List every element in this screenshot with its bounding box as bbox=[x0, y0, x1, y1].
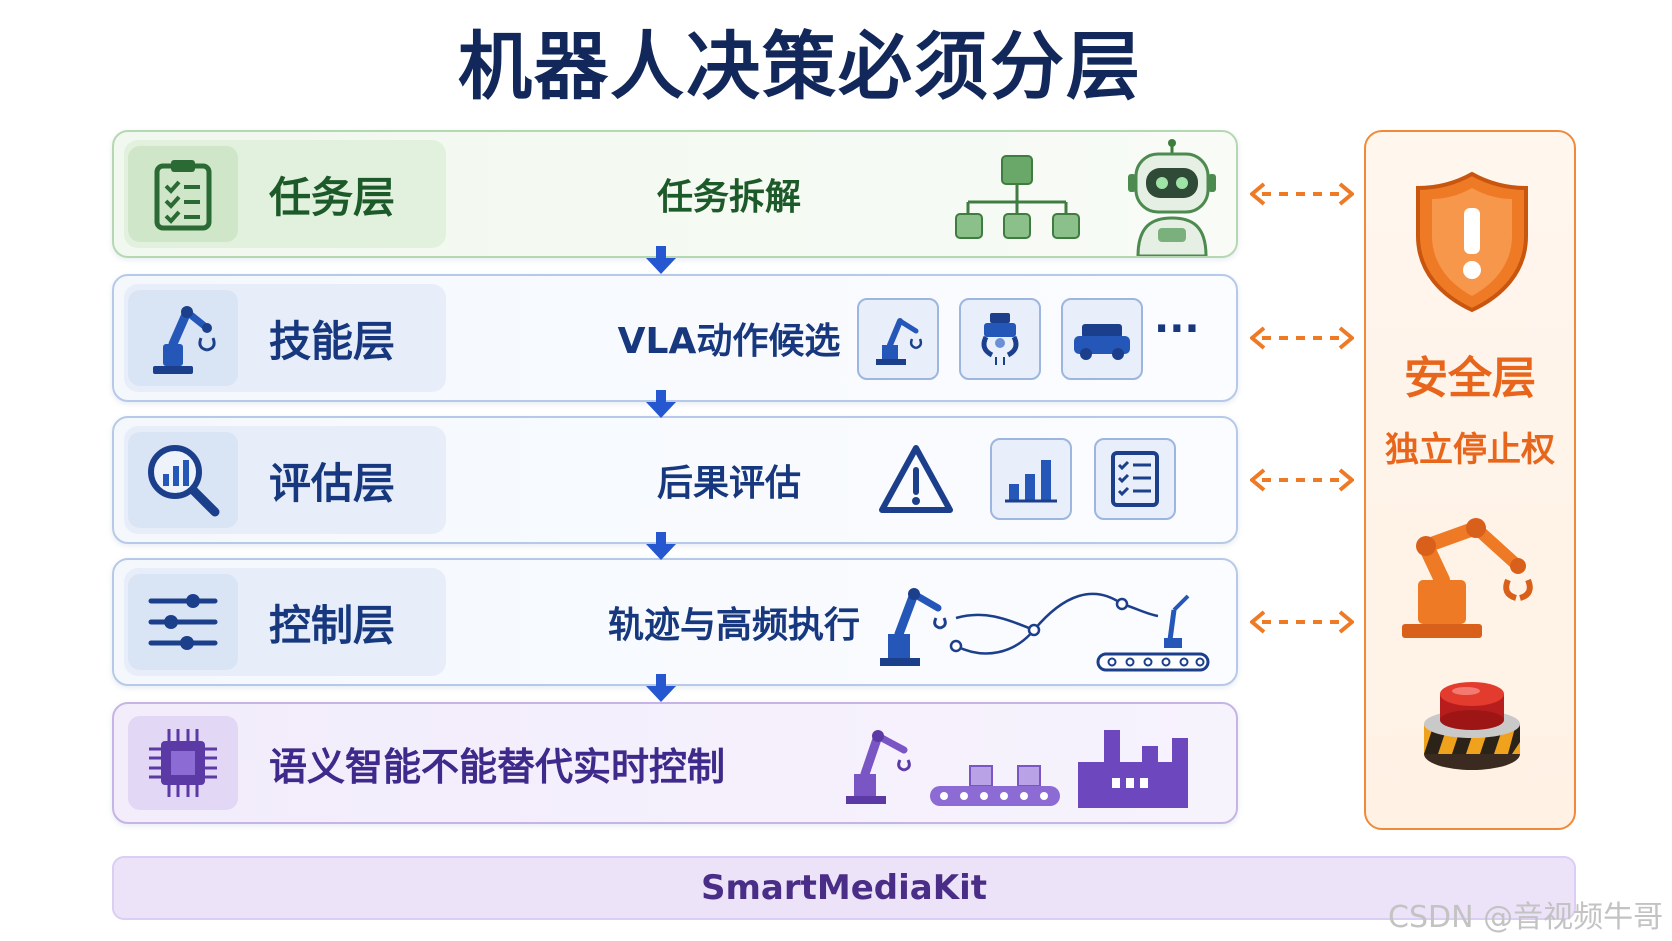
watermark: CSDN @音视频牛哥 bbox=[1388, 900, 1664, 935]
semantic-layer-text: 语义智能不能替代实时控制 bbox=[269, 744, 726, 789]
control-layer-header: 控制层 bbox=[124, 568, 446, 676]
magnifier-chart-icon bbox=[128, 432, 238, 528]
safety-layer-subtitle: 独立停止权 bbox=[1385, 430, 1555, 470]
safety-link-arrow-4 bbox=[1250, 610, 1354, 634]
warning-triangle-icon bbox=[879, 445, 953, 513]
evaluation-layer-header: 评估层 bbox=[124, 426, 446, 534]
evaluation-layer: 评估层 后果评估 bbox=[112, 416, 1238, 544]
safety-link-arrow-2 bbox=[1250, 326, 1354, 350]
factory-automation-icon bbox=[846, 730, 1188, 808]
trajectory-robot-conveyor-icon bbox=[880, 588, 1210, 672]
semantic-layer: 语义智能不能替代实时控制 bbox=[112, 702, 1238, 824]
control-layer-name: 控制层 bbox=[269, 600, 396, 650]
task-layer-header: 任务层 bbox=[124, 140, 446, 248]
safety-link-arrow-1 bbox=[1250, 182, 1354, 206]
task-layer-desc: 任务拆解 bbox=[656, 177, 801, 218]
orange-robot-arm-icon bbox=[1402, 518, 1533, 638]
clipboard-checklist-icon bbox=[128, 146, 238, 242]
robot-head-icon bbox=[1128, 139, 1216, 256]
skill-layer-header: 技能层 bbox=[124, 284, 446, 392]
evaluation-layer-name: 评估层 bbox=[269, 458, 396, 508]
safety-layer: 安全层 独立停止权 bbox=[1364, 130, 1576, 830]
skill-layer: 技能层 VLA动作候选 ··· bbox=[112, 274, 1238, 402]
skill-layer-name: 技能层 bbox=[269, 316, 396, 366]
footer-banner: SmartMediaKit bbox=[112, 856, 1576, 920]
gripper-tile-icon bbox=[959, 298, 1041, 380]
bar-chart-tile-icon bbox=[990, 438, 1072, 520]
task-layer-name: 任务层 bbox=[269, 172, 396, 222]
skill-layer-desc: VLA动作候选 bbox=[617, 321, 841, 362]
control-layer: 控制层 轨迹与高频执行 bbox=[112, 558, 1238, 686]
down-arrow-2 bbox=[646, 390, 676, 418]
robot-arm-tile-icon bbox=[857, 298, 939, 380]
down-arrow-1 bbox=[646, 246, 676, 274]
checklist-tile-icon bbox=[1094, 438, 1176, 520]
more-ellipsis: ··· bbox=[1154, 306, 1200, 352]
hierarchy-tree-icon bbox=[955, 155, 1080, 239]
evaluation-layer-desc: 后果评估 bbox=[656, 463, 801, 504]
robot-arm-icon bbox=[128, 290, 238, 386]
control-layer-desc: 轨迹与高频执行 bbox=[607, 605, 860, 646]
diagram-title: 机器人决策必须分层 bbox=[458, 24, 1142, 110]
down-arrow-3 bbox=[646, 532, 676, 560]
task-layer: 任务层 任务拆解 bbox=[112, 130, 1238, 258]
safety-layer-title: 安全层 bbox=[1404, 353, 1536, 404]
shield-alert-icon bbox=[1416, 171, 1528, 313]
sliders-icon bbox=[128, 574, 238, 670]
down-arrow-4 bbox=[646, 674, 676, 702]
emergency-stop-button-icon bbox=[1424, 682, 1520, 770]
safety-link-arrow-3 bbox=[1250, 468, 1354, 492]
vehicle-tile-icon bbox=[1061, 298, 1143, 380]
chip-icon bbox=[128, 716, 238, 810]
